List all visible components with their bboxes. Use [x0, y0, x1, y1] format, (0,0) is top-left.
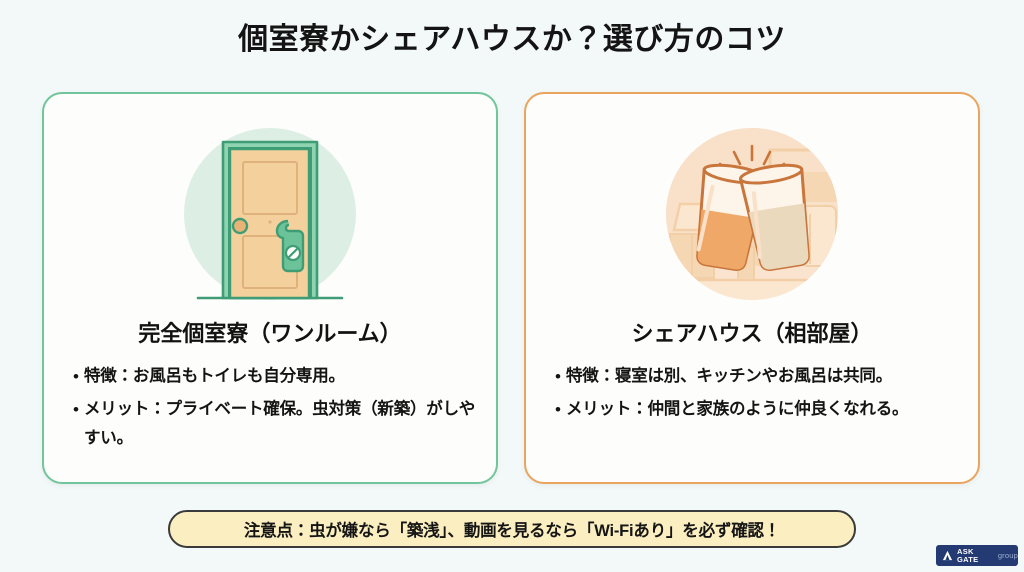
note-banner: 注意点：虫が嫌なら「築浅」、動画を見るなら「Wi-Fiあり」を必ず確認！: [168, 510, 856, 548]
bullet-list-share-house: • 特徴：寝室は別、キッチンやお風呂は共同。 • メリット：仲間と家族のように仲…: [550, 362, 960, 428]
card-heading-share-house: シェアハウス（相部屋）: [631, 321, 873, 346]
card-share-house: シェアハウス（相部屋） • 特徴：寝室は別、キッチンやお風呂は共同。 • メリッ…: [524, 92, 980, 484]
list-item: • 特徴：お風呂もトイレも自分専用。: [68, 362, 478, 391]
bullet-list-private-room: • 特徴：お風呂もトイレも自分専用。 • メリット：プライベート確保。虫対策（新…: [68, 362, 478, 457]
cheers-glasses-illustration: [526, 108, 978, 320]
list-item: • メリット：プライベート確保。虫対策（新築）がしやすい。: [68, 395, 478, 453]
door-illustration: [44, 108, 496, 320]
logo-brand-text: ASK GATE: [957, 547, 979, 564]
list-item: • メリット：仲間と家族のように仲良くなれる。: [550, 395, 960, 424]
page-title: 個室寮かシェアハウスか？選び方のコツ: [238, 23, 786, 56]
brand-logo-badge: ASK GATE group: [936, 545, 1018, 566]
bullet-text: 特徴：お風呂もトイレも自分専用。: [84, 367, 345, 385]
logo-suffix-text: group: [997, 550, 1018, 560]
cheers-glasses-illustration-svg: [666, 128, 838, 300]
bullet-text: 特徴：寝室は別、キッチンやお風呂は共同。: [566, 367, 893, 385]
triangle-mark-icon: [942, 550, 953, 561]
bullet-text: メリット：仲間と家族のように仲良くなれる。: [566, 400, 909, 418]
bullet-marker-icon: •: [555, 367, 561, 386]
bullet-text: メリット：プライベート確保。虫対策（新築）がしやすい。: [84, 400, 476, 447]
bullet-marker-icon: •: [555, 400, 561, 419]
bullet-marker-icon: •: [73, 367, 79, 386]
card-private-room: 完全個室寮（ワンルーム） • 特徴：お風呂もトイレも自分専用。 • メリット：プ…: [42, 92, 498, 484]
note-text: 注意点：虫が嫌なら「築浅」、動画を見るなら「Wi-Fiあり」を必ず確認！: [243, 522, 781, 540]
door-illustration-svg: [184, 128, 356, 300]
list-item: • 特徴：寝室は別、キッチンやお風呂は共同。: [550, 362, 960, 391]
bullet-marker-icon: •: [73, 400, 79, 419]
card-heading-private-room: 完全個室寮（ワンルーム）: [138, 321, 402, 346]
